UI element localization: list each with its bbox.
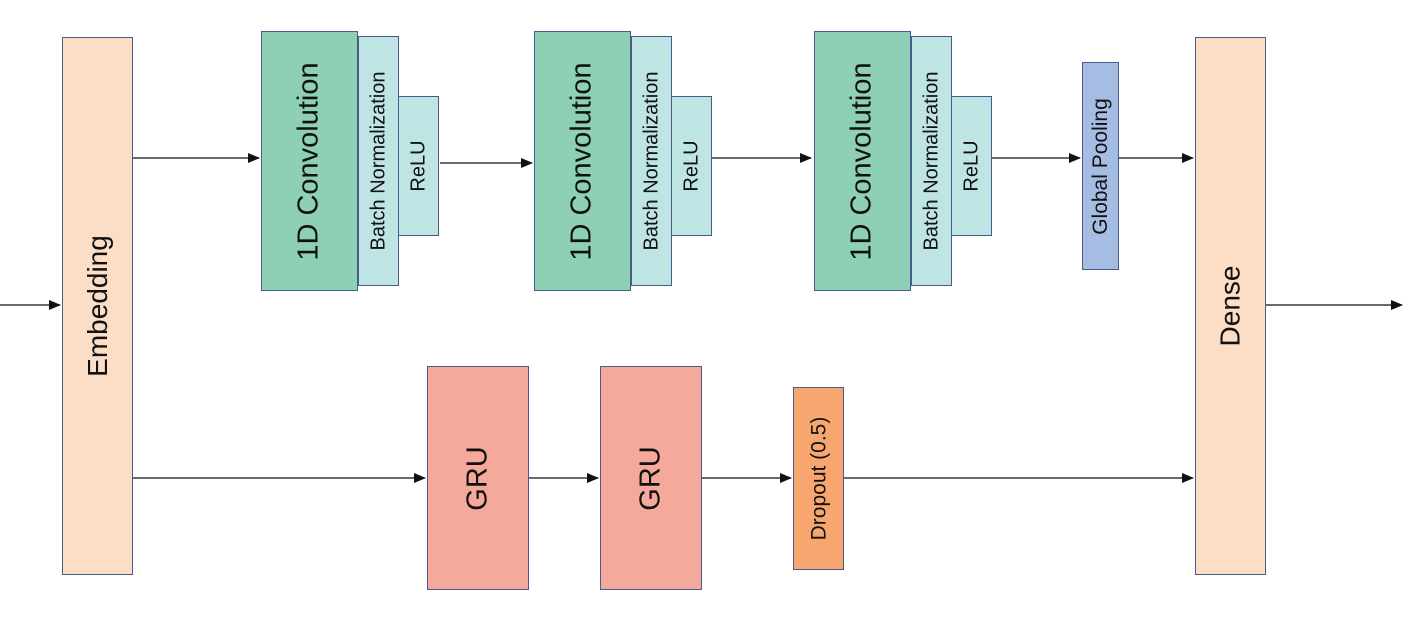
conv3-convolution-label: 1D Convolution <box>846 61 879 261</box>
dense-block: Dense <box>1195 37 1266 575</box>
conv1-convolution-label: 1D Convolution <box>293 61 326 261</box>
dense-label: Dense <box>1214 265 1246 347</box>
conv1-batchnorm-label: Batch Normalization <box>367 71 390 251</box>
gru1-label: GRU <box>461 445 494 511</box>
gru2-label: GRU <box>634 445 667 511</box>
conv1-batchnorm-block: Batch Normalization <box>358 36 399 286</box>
conv3-relu-label: ReLU <box>960 140 983 192</box>
dropout-label: Dropout (0.5) <box>807 416 831 541</box>
conv2-relu-block: ReLU <box>671 96 712 236</box>
global-pooling-label: Global Pooling <box>1089 97 1112 235</box>
conv3-convolution-block: 1D Convolution <box>814 31 911 291</box>
conv3-batchnorm-block: Batch Normalization <box>911 36 952 286</box>
conv2-relu-label: ReLU <box>680 140 703 192</box>
embedding-block: Embedding <box>62 37 133 575</box>
conv2-convolution-label: 1D Convolution <box>566 61 599 261</box>
gru1-block: GRU <box>427 366 529 590</box>
global-pooling-block: Global Pooling <box>1082 62 1119 270</box>
conv1-convolution-block: 1D Convolution <box>261 31 358 291</box>
dropout-block: Dropout (0.5) <box>793 387 844 570</box>
conv1-relu-label: ReLU <box>407 140 430 192</box>
conv3-relu-block: ReLU <box>951 96 992 236</box>
gru2-block: GRU <box>600 366 702 590</box>
conv3-batchnorm-label: Batch Normalization <box>920 71 943 251</box>
embedding-label: Embedding <box>81 235 113 377</box>
conv2-batchnorm-label: Batch Normalization <box>640 71 663 251</box>
conv2-convolution-block: 1D Convolution <box>534 31 631 291</box>
conv2-batchnorm-block: Batch Normalization <box>631 36 672 286</box>
conv1-relu-block: ReLU <box>398 96 439 236</box>
